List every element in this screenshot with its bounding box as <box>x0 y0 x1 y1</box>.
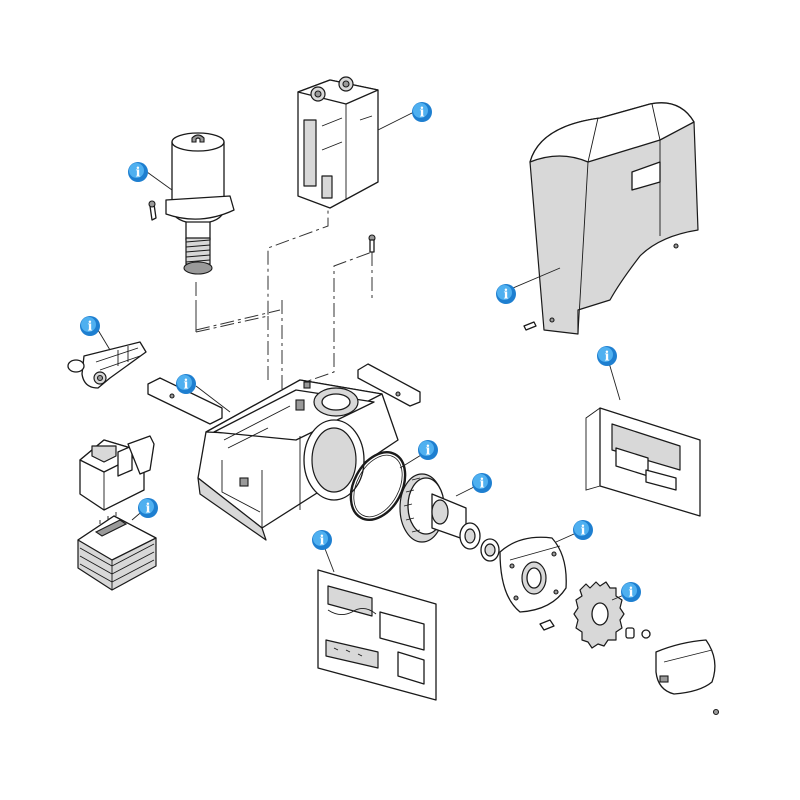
info-icon-release-lever[interactable]: i <box>80 316 100 336</box>
limit-switch-bracket <box>357 363 421 407</box>
info-icon-face <box>313 531 328 546</box>
info-icon-glyph: i <box>605 350 610 365</box>
info-icon-electronics-accessories[interactable]: i <box>312 530 332 550</box>
info-icon-cover[interactable]: i <box>496 284 516 304</box>
info-icon-control-board[interactable]: i <box>412 102 432 122</box>
info-icon-drive-gear-shaft[interactable]: i <box>472 473 492 493</box>
assembly-guide-lines <box>195 196 373 391</box>
info-icon-flange-plate[interactable]: i <box>573 520 593 540</box>
info-icon-o-ring-seal[interactable]: i <box>418 440 438 460</box>
info-icon-face <box>139 499 154 514</box>
info-icon-face <box>598 347 613 362</box>
info-icon-glyph: i <box>581 524 586 539</box>
info-icon-glyph: i <box>420 106 425 121</box>
o-ring-seal <box>349 451 407 521</box>
control-board <box>297 76 379 253</box>
info-icon-face <box>81 317 96 332</box>
info-icon-motor-assembly[interactable]: i <box>128 162 148 182</box>
info-icon-glyph: i <box>320 534 325 549</box>
info-icon-face <box>129 163 144 178</box>
drive-gear-shaft <box>399 473 500 562</box>
info-markers: i i i i i i i i i i i i <box>80 102 641 602</box>
worm-screw <box>183 237 213 275</box>
info-icon-face <box>413 103 428 118</box>
info-icon-glyph: i <box>426 444 431 459</box>
info-icon-cable-gland-plate[interactable]: i <box>176 374 196 394</box>
motor-assembly <box>148 132 235 275</box>
info-icon-glyph: i <box>629 586 634 601</box>
capacitor-box <box>79 435 155 511</box>
cable-gland-plate <box>147 377 223 425</box>
gearbox-housing <box>197 379 399 541</box>
info-icon-face <box>419 441 434 456</box>
electronics-accessories <box>317 569 437 701</box>
info-icon-face <box>497 285 512 300</box>
info-icon-face <box>177 375 192 390</box>
transformer <box>77 512 157 591</box>
flange-plate <box>499 536 567 631</box>
cable-gland-panel <box>585 407 701 517</box>
info-icon-face <box>473 474 488 489</box>
pinion-gear <box>573 581 651 649</box>
info-icon-glyph: i <box>184 378 189 393</box>
info-icon-glyph: i <box>480 477 485 492</box>
info-icon-face <box>574 521 589 536</box>
info-icon-face <box>622 583 637 598</box>
info-icon-pinion-gear[interactable]: i <box>621 582 641 602</box>
info-icon-limit-switch-bracket[interactable]: i <box>597 346 617 366</box>
info-icon-capacitor-box[interactable]: i <box>138 498 158 518</box>
info-icon-glyph: i <box>504 288 509 303</box>
release-lever <box>67 341 147 389</box>
pinion-cover <box>655 639 720 716</box>
cover <box>523 102 699 335</box>
info-icon-glyph: i <box>88 320 93 335</box>
info-icon-glyph: i <box>136 166 141 181</box>
info-icon-glyph: i <box>146 502 151 517</box>
